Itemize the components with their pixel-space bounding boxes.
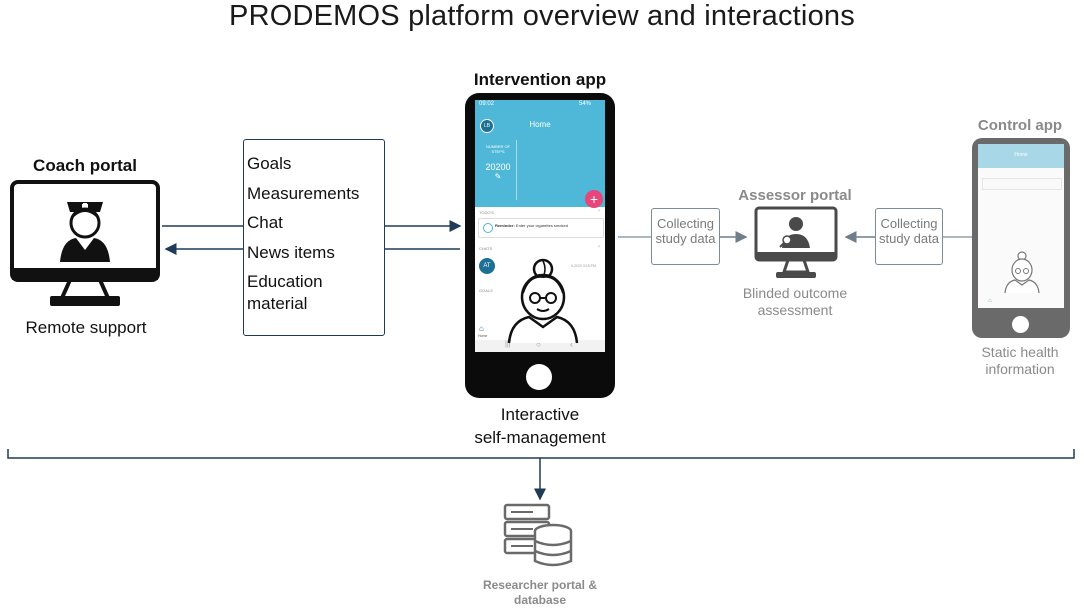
feature-chat: Chat [247, 213, 283, 232]
reminder-text: Enter your cigarettes smoked [515, 223, 568, 228]
chevron-right-icon-2: › [598, 244, 600, 250]
control-phone-home-button[interactable] [1012, 316, 1029, 333]
collecting-box-right: Collecting study data [875, 208, 943, 265]
reminder-item[interactable]: Reminder: Enter your cigarettes smoked [478, 218, 604, 238]
assessor-monitor-icon [754, 206, 838, 278]
steps-value: 20200 [485, 162, 511, 172]
reminder-icon [483, 223, 493, 233]
elderly-woman-icon [507, 258, 579, 344]
intervention-app-title: Intervention app [473, 70, 607, 89]
control-home-nav-icon[interactable]: ⌂ [988, 298, 992, 304]
feature-education-line1: Education [247, 272, 323, 291]
todos-label: TODO'S [479, 210, 494, 215]
researcher-line1: Researcher portal & [482, 578, 598, 592]
status-time: 09:02 [479, 101, 495, 107]
collecting-box-left: Collecting study data [651, 208, 720, 265]
feature-education-line2: material [247, 294, 308, 313]
reminder-bold: Reminder: [495, 223, 515, 228]
goals-label: GOALS [479, 288, 493, 293]
bottom-bracket [7, 449, 1075, 459]
collecting-right-line2: study data [879, 231, 939, 246]
control-phone: Home ⌂ [972, 138, 1070, 338]
control-caption-1: Static health [981, 344, 1059, 360]
steps-label-2: STEPS [491, 149, 505, 154]
feature-measurements: Measurements [247, 184, 360, 203]
database-server-icon [503, 503, 573, 567]
control-app-title: Control app [977, 117, 1063, 134]
intervention-phone: 09:02 54% LB Home NUMBER OF STEPS 20200 … [465, 93, 615, 398]
collecting-left-line2: study data [655, 231, 716, 246]
recent-apps-icon[interactable]: ||| [505, 341, 511, 348]
nurse-icon [60, 202, 110, 262]
feature-goals: Goals [247, 154, 292, 173]
assessor-caption-1: Blinded outcome [742, 285, 848, 301]
screen-header: Home [529, 120, 551, 129]
pencil-icon: ✎ [494, 172, 502, 181]
steps-card[interactable]: NUMBER OF STEPS 20200 ✎ [480, 140, 517, 200]
control-screen-header: Home [1014, 152, 1028, 158]
user-avatar[interactable]: LB [480, 119, 494, 133]
control-woman-icon [1004, 251, 1040, 294]
coach-portal-title: Coach portal [33, 156, 137, 175]
control-caption-2: information [985, 361, 1055, 377]
control-list-item[interactable] [982, 178, 1062, 190]
monitor-icon [10, 180, 160, 306]
status-battery: 54% [579, 101, 592, 107]
chevron-right-icon: › [598, 208, 600, 214]
coach-portal-caption: Remote support [25, 318, 147, 337]
steps-label-1: NUMBER OF [486, 144, 510, 149]
control-phone-screen: Home ⌂ [978, 144, 1064, 308]
feature-news-items: News items [247, 243, 335, 262]
chat-avatar[interactable]: AT [479, 258, 495, 274]
assessor-person-icon [779, 217, 810, 248]
collecting-left-line1: Collecting [656, 216, 715, 231]
assessor-portal-title: Assessor portal [738, 187, 852, 204]
home-circle-icon[interactable]: ○ [536, 340, 541, 349]
researcher-portal-label: Researcher portal & database [440, 578, 640, 608]
back-icon[interactable]: ‹ [570, 340, 573, 349]
intervention-caption-1: Interactive [500, 405, 580, 424]
collecting-right-line1: Collecting [880, 216, 938, 231]
control-header-bg [978, 144, 1064, 168]
home-nav-label: Home [478, 334, 488, 338]
chats-label: CHATS [479, 246, 493, 251]
app-header-bg [475, 100, 605, 207]
features-box: Goals Measurements Chat News items Educa… [243, 139, 385, 336]
researcher-line2: database [513, 593, 567, 607]
add-fab-button[interactable]: + [585, 190, 603, 208]
phone-home-button[interactable] [526, 364, 552, 390]
intervention-caption-2: self-management [474, 428, 606, 447]
home-nav-icon[interactable]: ⌂ [479, 324, 484, 333]
chat-time: 6-2020 3:18 PM [571, 264, 596, 268]
page-title: PRODEMOS platform overview and interacti… [229, 0, 855, 32]
assessor-caption-2: assessment [757, 302, 833, 318]
